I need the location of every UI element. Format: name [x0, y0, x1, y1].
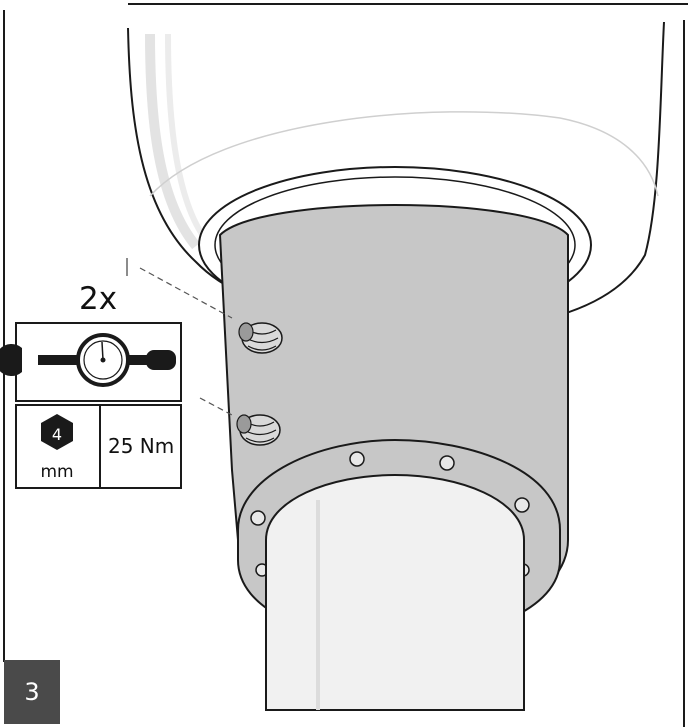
hex-key-icon: [41, 414, 73, 450]
inner-pipe: [265, 473, 525, 711]
set-screw-upper: [139, 267, 283, 354]
step-number-badge: 3: [4, 660, 60, 724]
quantity-multiplier: 2x: [79, 281, 118, 317]
hex-key-unit: mm: [40, 462, 74, 482]
torque-wrench-icon: [0, 333, 176, 387]
hex-key-size: 4: [51, 425, 63, 444]
set-screw-lower: [199, 397, 281, 446]
spec-box: [15, 404, 182, 489]
torque-value: 25 Nm: [108, 434, 175, 458]
